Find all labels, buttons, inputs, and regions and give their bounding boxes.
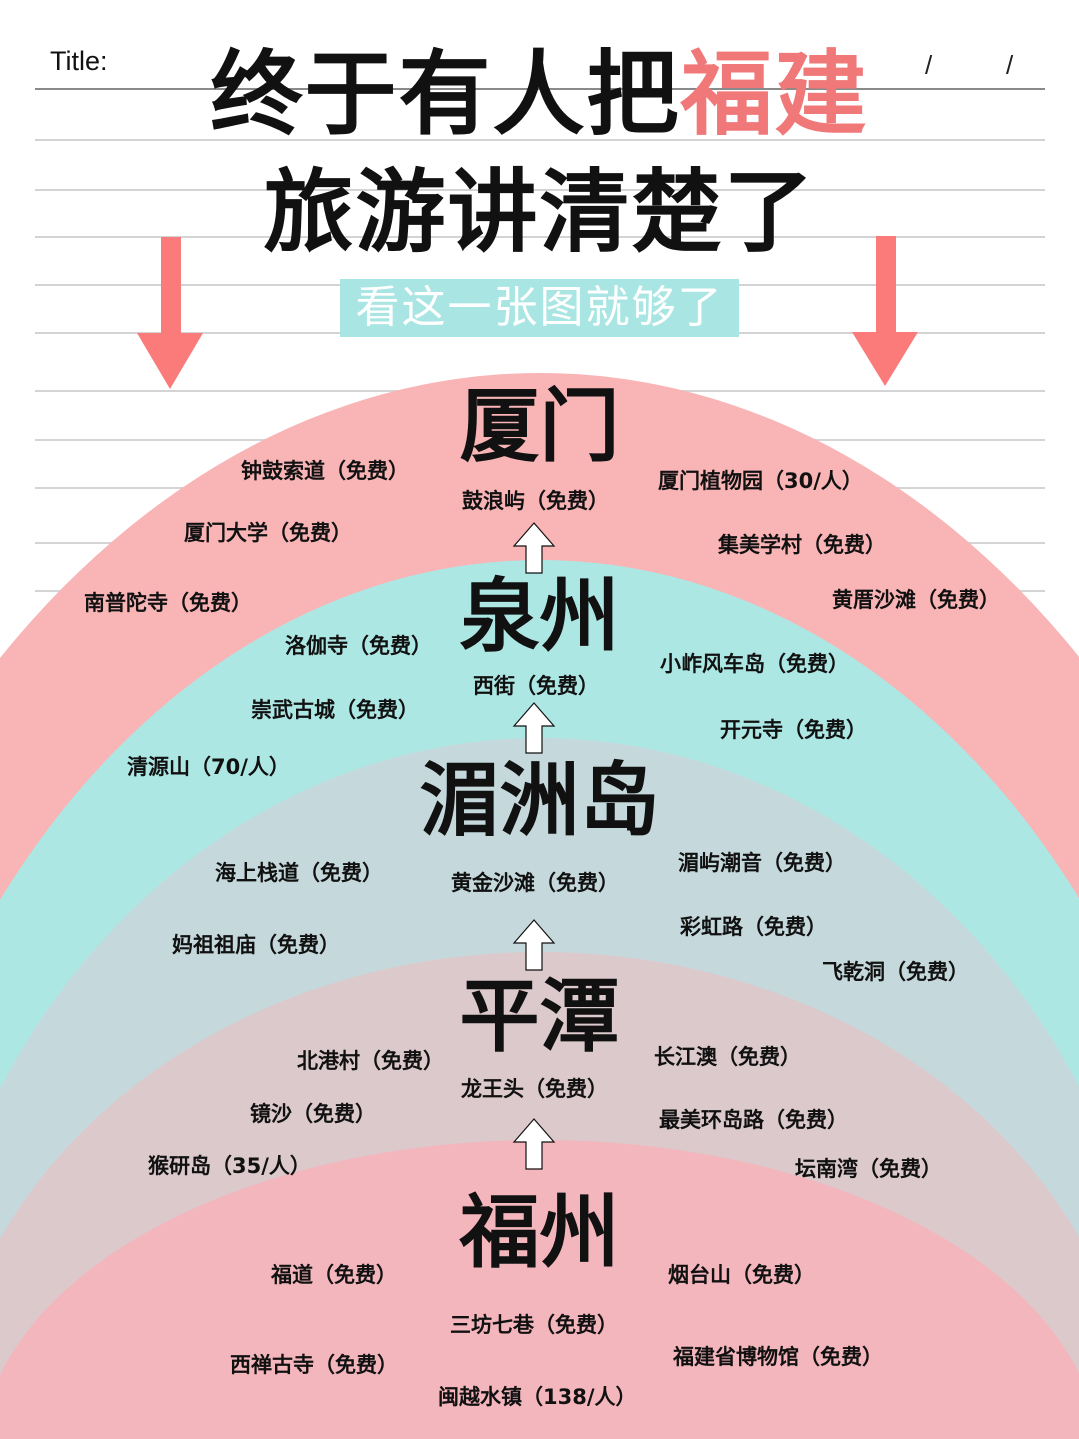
spot-label: 海上栈道（免费） [215, 861, 383, 885]
city-meizhou-island: 湄洲岛 [419, 754, 660, 847]
title-label: Title: [50, 46, 108, 76]
arrow-up-icon [512, 522, 556, 574]
band-fuzhou [0, 1140, 1079, 1439]
spot-label: 小岞风车岛（免费） [660, 652, 849, 676]
spot-label: 福道（免费） [271, 1263, 397, 1287]
spot-label: 洛伽寺（免费） [285, 634, 432, 658]
spot-label: 清源山（70/人） [127, 755, 290, 779]
headline-line-1: 终于有人把福建 [0, 40, 1079, 150]
spot-label: 龙王头（免费） [461, 1077, 608, 1101]
spot-label: 闽越水镇（138/人） [438, 1385, 637, 1409]
headline-prefix: 终于有人把 [210, 41, 681, 148]
spot-label: 三坊七巷（免费） [450, 1313, 618, 1337]
spot-label: 镜沙（免费） [250, 1102, 376, 1126]
spot-label: 集美学村（免费） [718, 533, 886, 557]
spot-label: 北港村（免费） [297, 1049, 444, 1073]
spot-label: 最美环岛路（免费） [659, 1108, 848, 1132]
date-slash: / [1006, 50, 1014, 80]
spot-label: 开元寺（免费） [720, 718, 867, 742]
arrow-down-icon [137, 237, 203, 389]
arrow-up-icon [512, 702, 556, 754]
spot-label: 飞乾洞（免费） [822, 960, 969, 984]
arrow-up-icon [512, 919, 556, 971]
spot-label: 福建省博物馆（免费） [673, 1345, 883, 1369]
arrow-up-icon [512, 1118, 556, 1170]
city-xiamen: 厦门 [459, 380, 620, 473]
spot-label: 妈祖祖庙（免费） [172, 933, 340, 957]
arrow-down-icon [852, 236, 918, 386]
spot-label: 西禅古寺（免费） [230, 1353, 398, 1377]
spot-label: 崇武古城（免费） [251, 698, 419, 722]
spot-label: 坛南湾（免费） [795, 1157, 942, 1181]
spot-label: 南普陀寺（免费） [84, 591, 252, 615]
spot-label: 猴研岛（35/人） [148, 1154, 311, 1178]
city-fuzhou: 福州 [459, 1186, 620, 1279]
subtitle-banner: 看这一张图就够了 [340, 279, 739, 337]
date-slash: / [925, 50, 933, 80]
spot-label: 黄厝沙滩（免费） [832, 588, 1000, 612]
spot-label: 钟鼓索道（免费） [241, 459, 409, 483]
spot-label: 厦门植物园（30/人） [658, 469, 863, 493]
spot-label: 湄屿潮音（免费） [678, 851, 846, 875]
spot-label: 黄金沙滩（免费） [451, 871, 619, 895]
spot-label: 西街（免费） [473, 674, 599, 698]
spot-label: 烟台山（免费） [668, 1263, 815, 1287]
city-quanzhou: 泉州 [459, 570, 620, 663]
city-pingtan: 平潭 [459, 970, 620, 1063]
spot-label: 鼓浪屿（免费） [462, 489, 609, 513]
spot-label: 厦门大学（免费） [184, 521, 352, 545]
headline-line-2: 旅游讲清楚了 [263, 160, 816, 265]
spot-label: 长江澳（免费） [654, 1045, 801, 1069]
spot-label: 彩虹路（免费） [680, 915, 827, 939]
headline-accent: 福建 [680, 41, 869, 148]
